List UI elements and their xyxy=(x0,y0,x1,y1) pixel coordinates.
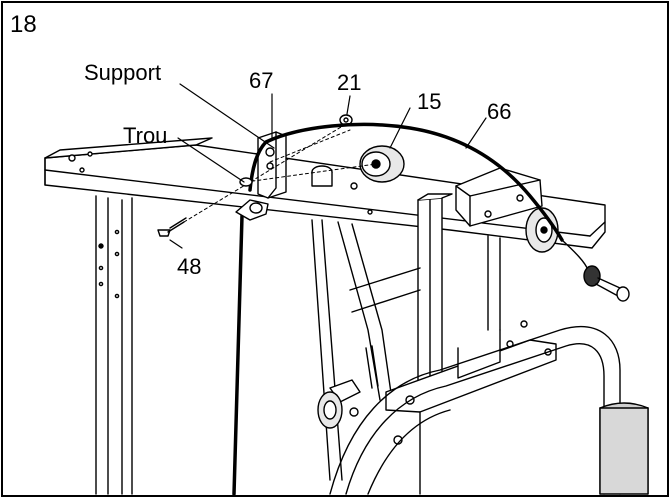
bolt-48 xyxy=(157,217,187,237)
center-post xyxy=(417,193,453,393)
label-66: 66 xyxy=(487,99,512,124)
u-frame xyxy=(329,325,649,495)
label-48: 48 xyxy=(177,254,202,279)
step-number: 18 xyxy=(10,11,37,38)
diagonal-tubes xyxy=(311,219,421,481)
label-21: 21 xyxy=(337,70,362,95)
cable-66 xyxy=(232,122,564,496)
right-pulley xyxy=(525,207,559,253)
rear-post xyxy=(487,235,501,331)
cable-end xyxy=(561,239,630,302)
lower-frame xyxy=(385,320,557,495)
crossbar-bolt xyxy=(311,165,358,190)
label-trou: Trou xyxy=(123,123,168,148)
label-15: 15 xyxy=(417,89,442,114)
pulley-15 xyxy=(359,145,405,183)
label-67: 67 xyxy=(249,68,274,93)
leader-lines xyxy=(169,83,487,249)
label-support: Support xyxy=(84,60,162,85)
left-leg xyxy=(95,195,133,495)
bracket-67 xyxy=(257,131,287,199)
alignment-lines xyxy=(183,123,377,223)
cable-guide xyxy=(235,177,269,221)
lower-pulley xyxy=(317,379,361,429)
